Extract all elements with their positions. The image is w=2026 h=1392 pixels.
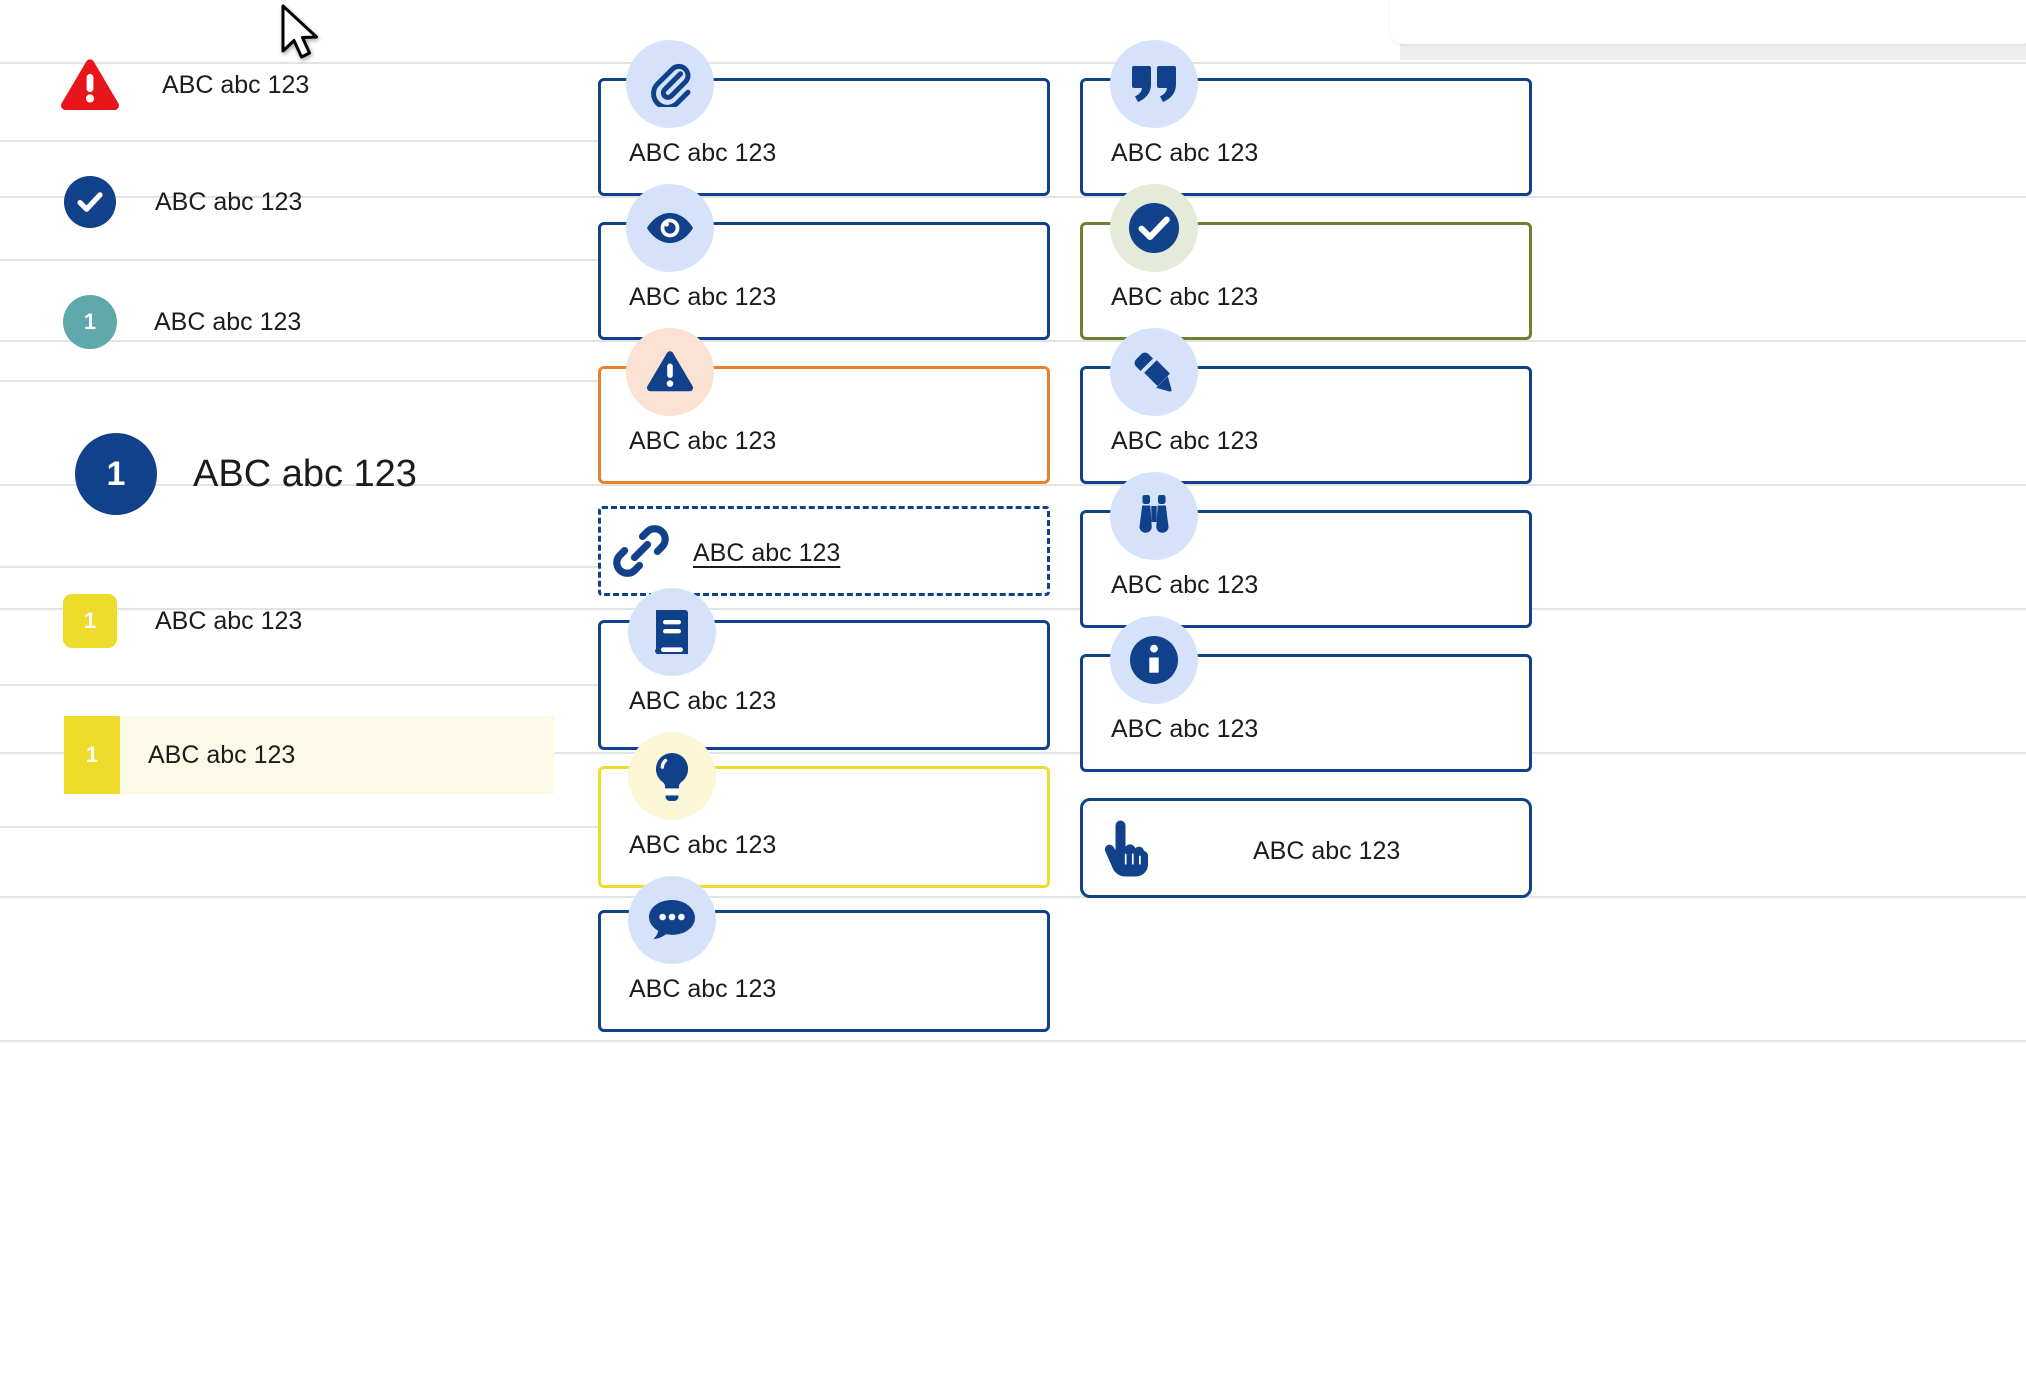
badge-number: 1	[85, 742, 99, 767]
grid-divider-5	[0, 608, 2026, 610]
card-label: ABC abc 123	[1111, 427, 1259, 455]
card-success[interactable]: ABC abc 123	[1080, 222, 1532, 340]
warning-triangle-icon	[626, 328, 714, 416]
book-icon	[628, 588, 716, 676]
badge-number: 1	[83, 309, 97, 334]
paperclip-icon	[626, 40, 714, 128]
chat-bubble-icon	[628, 876, 716, 964]
card-observe[interactable]: ABC abc 123	[1080, 510, 1532, 628]
left-divider-1	[0, 140, 760, 142]
list-item-teal-step[interactable]: 1 ABC abc 123	[63, 295, 301, 349]
info-circle-icon	[1110, 616, 1198, 704]
grid-divider-3	[0, 340, 2026, 342]
check-circle-icon	[1110, 184, 1198, 272]
card-label: ABC abc 123	[629, 427, 777, 455]
list-item-label: ABC abc 123	[162, 70, 310, 99]
list-item-check[interactable]: ABC abc 123	[64, 176, 302, 228]
check-circle-icon	[64, 176, 116, 228]
card-action[interactable]: ABC abc 123	[1080, 798, 1532, 898]
left-divider-2	[0, 259, 760, 261]
card-label: ABC abc 123	[629, 139, 777, 167]
list-item-navy-step[interactable]: 1 ABC abc 123	[75, 433, 417, 515]
card-label: ABC abc 123	[629, 283, 777, 311]
card-label: ABC abc 123	[1111, 283, 1259, 311]
left-divider-6	[0, 826, 760, 828]
grid-divider-6	[0, 752, 2026, 754]
pointing-hand-icon	[1102, 818, 1150, 878]
list-item-label: ABC abc 123	[154, 307, 302, 336]
badge-number: 1	[83, 608, 97, 633]
card-label: ABC abc 123	[1111, 571, 1259, 599]
grid-divider-2	[0, 196, 2026, 198]
pencil-icon	[1110, 328, 1198, 416]
left-divider-5	[0, 684, 760, 686]
quotation-marks-icon	[1110, 40, 1198, 128]
number-circle-icon: 1	[63, 295, 117, 349]
list-item-yellow-step[interactable]: 1 ABC abc 123	[63, 594, 302, 648]
floating-panel	[1390, 0, 2026, 44]
grid-divider-8	[0, 1040, 2026, 1042]
link-chain-icon	[612, 522, 670, 580]
card-label: ABC abc 123	[1111, 715, 1259, 743]
number-circle-icon: 1	[75, 433, 157, 515]
card-label: ABC abc 123	[629, 975, 777, 1003]
binoculars-icon	[1110, 472, 1198, 560]
card-label: ABC abc 123	[629, 687, 777, 715]
warning-triangle-icon	[60, 58, 120, 112]
number-tag-icon: 1	[64, 716, 120, 794]
list-item-label: ABC abc 123	[155, 606, 303, 635]
card-label: ABC abc 123	[1111, 139, 1259, 167]
left-divider-4	[0, 566, 760, 568]
grid-divider-7	[0, 896, 2026, 898]
left-column: ABC abc 123 ABC abc 123 1 ABC abc 123 1 …	[0, 0, 760, 1392]
list-item-label: ABC abc 123	[193, 453, 417, 495]
number-square-icon: 1	[63, 594, 117, 648]
card-label: ABC abc 123	[629, 831, 777, 859]
list-item-warning[interactable]: ABC abc 123	[60, 58, 309, 112]
lightbulb-icon	[628, 732, 716, 820]
grid-divider-1	[0, 62, 2026, 64]
badge-number: 1	[106, 454, 126, 493]
card-label: ABC abc 123	[1253, 837, 1401, 865]
list-item-label: ABC abc 123	[148, 740, 296, 769]
left-divider-3	[0, 380, 760, 382]
card-link-label[interactable]: ABC abc 123	[693, 539, 841, 567]
card-link[interactable]: ABC abc 123	[598, 506, 1050, 596]
list-item-label: ABC abc 123	[155, 187, 303, 216]
list-item-highlighted[interactable]: 1 ABC abc 123	[64, 716, 554, 794]
grid-divider-4	[0, 484, 2026, 486]
eye-icon	[626, 184, 714, 272]
